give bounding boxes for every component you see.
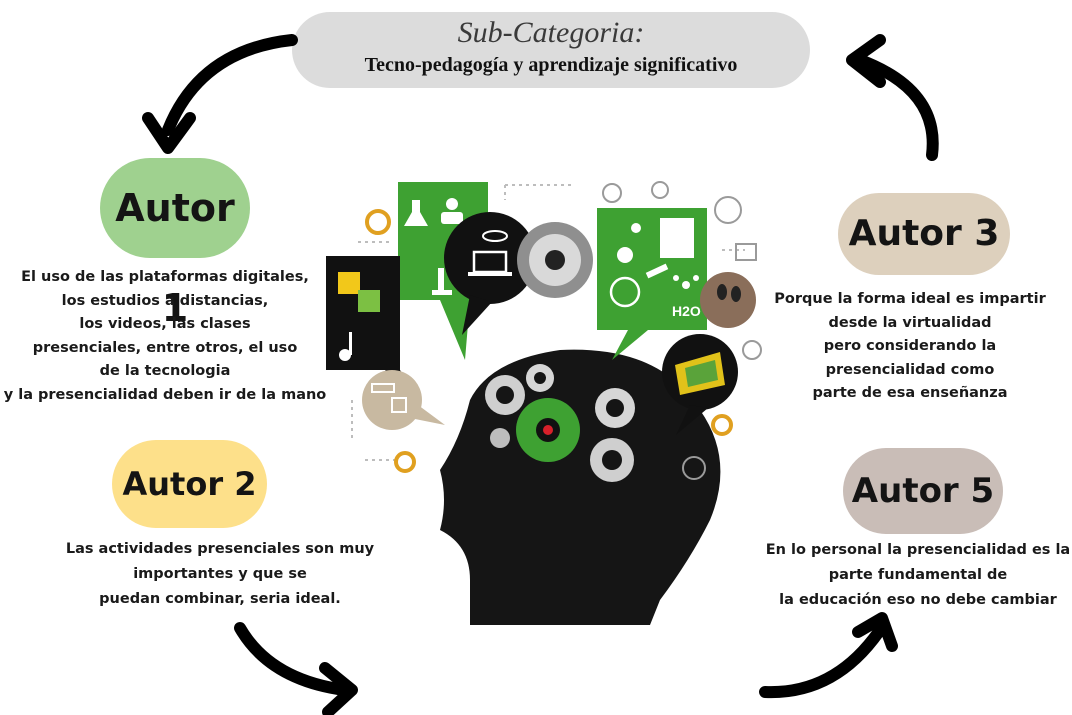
quote-line: pero considerando la	[823, 338, 997, 354]
subcategory-name: Tecno-pedagogía y aprendizaje significat…	[364, 54, 738, 76]
quote-line: puedan combinar, seria ideal.	[99, 591, 341, 607]
gear-icon	[682, 456, 706, 480]
sports-icon	[408, 342, 416, 350]
author-5-pill: Autor 5	[843, 448, 1003, 534]
chart-icon	[675, 352, 725, 395]
quote-line: los videos, las clases	[79, 316, 251, 332]
subcategory-title-pill: Sub-Categoria: Tecno-pedagogía y aprendi…	[292, 12, 810, 88]
author-1-label: Autor 1	[115, 186, 235, 330]
author-5-label: Autor 5	[851, 471, 995, 511]
apple-icon	[617, 247, 633, 263]
quote-line: En lo personal la presencialidad es la	[765, 542, 1071, 558]
molecule-icon	[673, 275, 699, 289]
globe-icon	[609, 276, 641, 308]
scissors-icon	[631, 223, 641, 233]
head-illustration: H2O	[326, 181, 762, 625]
author-1-quote: El uso de las plataformas digitales, los…	[0, 266, 330, 407]
quote-line: importantes y que se	[133, 566, 307, 582]
speech-bubble-brown-right	[700, 272, 756, 328]
microscope-icon	[432, 268, 452, 295]
author-2-pill: Autor 2	[112, 440, 267, 528]
quote-line: y la presencialidad deben ir de la mano	[3, 386, 327, 403]
spoon-icon	[717, 284, 741, 302]
subcategory-label: Sub-Categoria:	[457, 16, 645, 49]
author-1-pill: Autor 1	[100, 158, 250, 330]
gear-icon	[490, 428, 510, 448]
music-note-icon	[339, 332, 352, 361]
gear-icon	[516, 398, 580, 462]
cube-icon	[391, 397, 407, 413]
gear-icon	[485, 375, 525, 415]
arrow-top-left	[142, 34, 298, 154]
formula-label: H2O	[672, 303, 701, 319]
speech-bubble-black-laptop	[444, 212, 536, 304]
quote-line: parte fundamental de	[828, 567, 1008, 583]
quote-line: Las actividades presenciales son muy	[65, 541, 375, 557]
author-2-label: Autor 2	[122, 465, 257, 503]
document-icon	[660, 218, 694, 258]
laptop-icon	[468, 250, 512, 276]
quote-line: los estudios a distancias,	[61, 292, 269, 309]
author-2-quote: Las actividades presenciales son muy imp…	[40, 537, 400, 612]
ruler-icon	[371, 383, 395, 393]
teacher-icon	[441, 198, 463, 224]
checkbox-icon	[735, 243, 757, 261]
puzzle-icon	[338, 272, 380, 312]
gear-icon	[651, 181, 669, 199]
gear-icon	[711, 414, 733, 436]
arrow-bottom-right	[759, 612, 898, 699]
gear-icon	[365, 209, 391, 235]
quote-line: de la tecnologia	[99, 363, 231, 379]
author-3-label: Autor 3	[848, 213, 1000, 254]
author-5-quote: En lo personal la presencialidad es la p…	[760, 538, 1072, 613]
gear-icon	[714, 196, 742, 224]
author-3-quote: Porque la forma ideal es impartir desde …	[760, 288, 1060, 406]
quote-line: El uso de las plataformas digitales,	[21, 269, 309, 285]
gear-icon	[595, 388, 635, 428]
head-silhouette	[435, 349, 721, 625]
quote-line: Porque la forma ideal es impartir	[774, 291, 1046, 307]
quote-line: desde la virtualidad	[828, 314, 992, 331]
gear-icon	[742, 340, 762, 360]
quote-line: parte de esa enseñanza	[812, 385, 1008, 401]
author-3-pill: Autor 3	[838, 193, 1010, 275]
quote-line: presenciales, entre otros, el uso	[32, 339, 298, 356]
gear-icon	[526, 364, 554, 392]
gear-icon	[590, 438, 634, 482]
atom-icon	[482, 230, 508, 242]
gear-icon	[394, 451, 416, 473]
gear-icon	[602, 183, 622, 203]
arrow-top-right	[846, 34, 939, 161]
flask-icon	[404, 200, 428, 226]
quote-line: la educación eso no debe cambiar	[779, 592, 1057, 608]
arrow-bottom-left	[234, 622, 358, 715]
telescope-icon	[645, 263, 669, 279]
quote-line: presencialidad como	[825, 361, 995, 378]
